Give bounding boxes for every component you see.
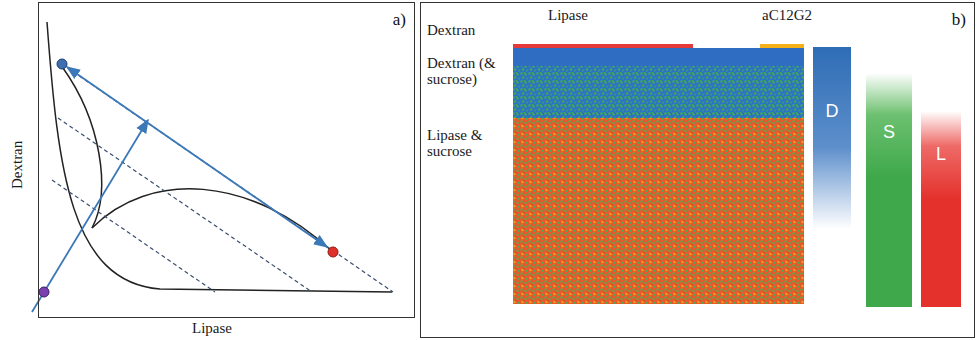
layer-label: Dextran [427, 23, 511, 39]
concentration-bar: D [813, 47, 851, 229]
panel-letter: b) [952, 11, 966, 28]
panel: a) [38, 2, 415, 318]
bar-letter: S [883, 123, 895, 141]
concentration-bar: L [921, 111, 961, 307]
layer-label: Lipase & sucrose [427, 128, 511, 160]
layer-label: Dextran (& sucrose) [427, 56, 511, 88]
panel-letter: a) [393, 11, 406, 28]
component-label: Lipase [548, 8, 588, 24]
bar-letter: D [826, 102, 839, 120]
component-label: aC12G2 [762, 8, 812, 24]
bar-letter: L [936, 145, 946, 163]
axis-label: Dextran [10, 141, 26, 189]
concentration-bar: S [866, 73, 912, 307]
panel: D S Lb) [420, 2, 975, 338]
axis-label: Lipase [192, 321, 232, 337]
